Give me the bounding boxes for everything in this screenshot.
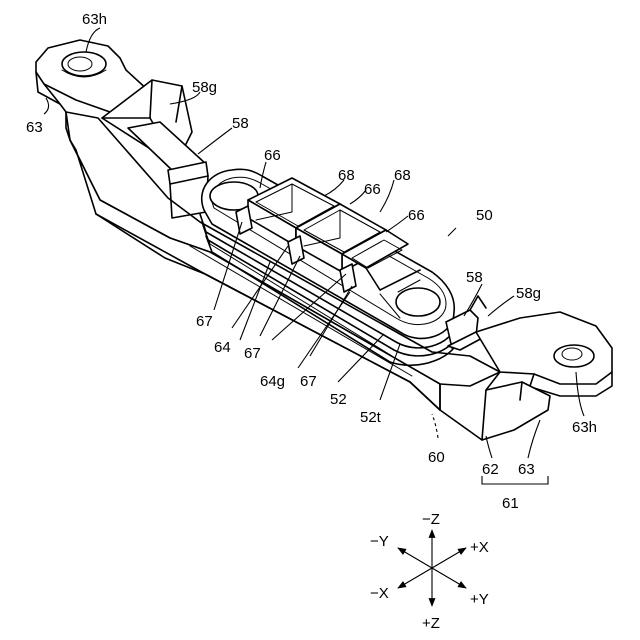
- label-67-b: 67: [244, 345, 261, 362]
- label-64: 64: [214, 339, 231, 356]
- label-68-b: 68: [394, 167, 411, 184]
- axis-minus-x: −X: [370, 585, 389, 602]
- label-58g-right: 58g: [516, 285, 541, 302]
- label-61: 61: [502, 495, 519, 512]
- label-66-b: 66: [364, 181, 381, 198]
- label-68-a: 68: [338, 167, 355, 184]
- label-63h-right: 63h: [572, 419, 597, 436]
- label-58g-top: 58g: [192, 79, 217, 96]
- axis-minus-z: −Z: [422, 511, 440, 528]
- label-58-top: 58: [232, 115, 249, 132]
- label-62: 62: [482, 461, 499, 478]
- axis-minus-y: −Y: [370, 533, 389, 550]
- left-mount-hole: [62, 52, 106, 76]
- label-67-a: 67: [196, 313, 213, 330]
- label-66-a: 66: [264, 147, 281, 164]
- label-52t: 52t: [360, 409, 382, 426]
- right-pocket: [396, 288, 440, 316]
- axis-plus-z: +Z: [422, 615, 440, 632]
- label-63-right: 63: [518, 461, 535, 478]
- label-66-c: 66: [408, 207, 425, 224]
- axis-plus-x: +X: [470, 539, 489, 556]
- label-64g: 64g: [260, 373, 285, 390]
- axis-plus-y: +Y: [470, 591, 489, 608]
- coordinate-axes: −Z +Z −Y +Y +X −X: [370, 511, 489, 632]
- label-63h-top: 63h: [82, 11, 107, 28]
- label-60: 60: [428, 449, 445, 466]
- label-58-right: 58: [466, 269, 483, 286]
- label-50: 50: [476, 207, 493, 224]
- label-67-c: 67: [300, 373, 317, 390]
- label-52: 52: [330, 391, 347, 408]
- label-63-left: 63: [26, 119, 43, 136]
